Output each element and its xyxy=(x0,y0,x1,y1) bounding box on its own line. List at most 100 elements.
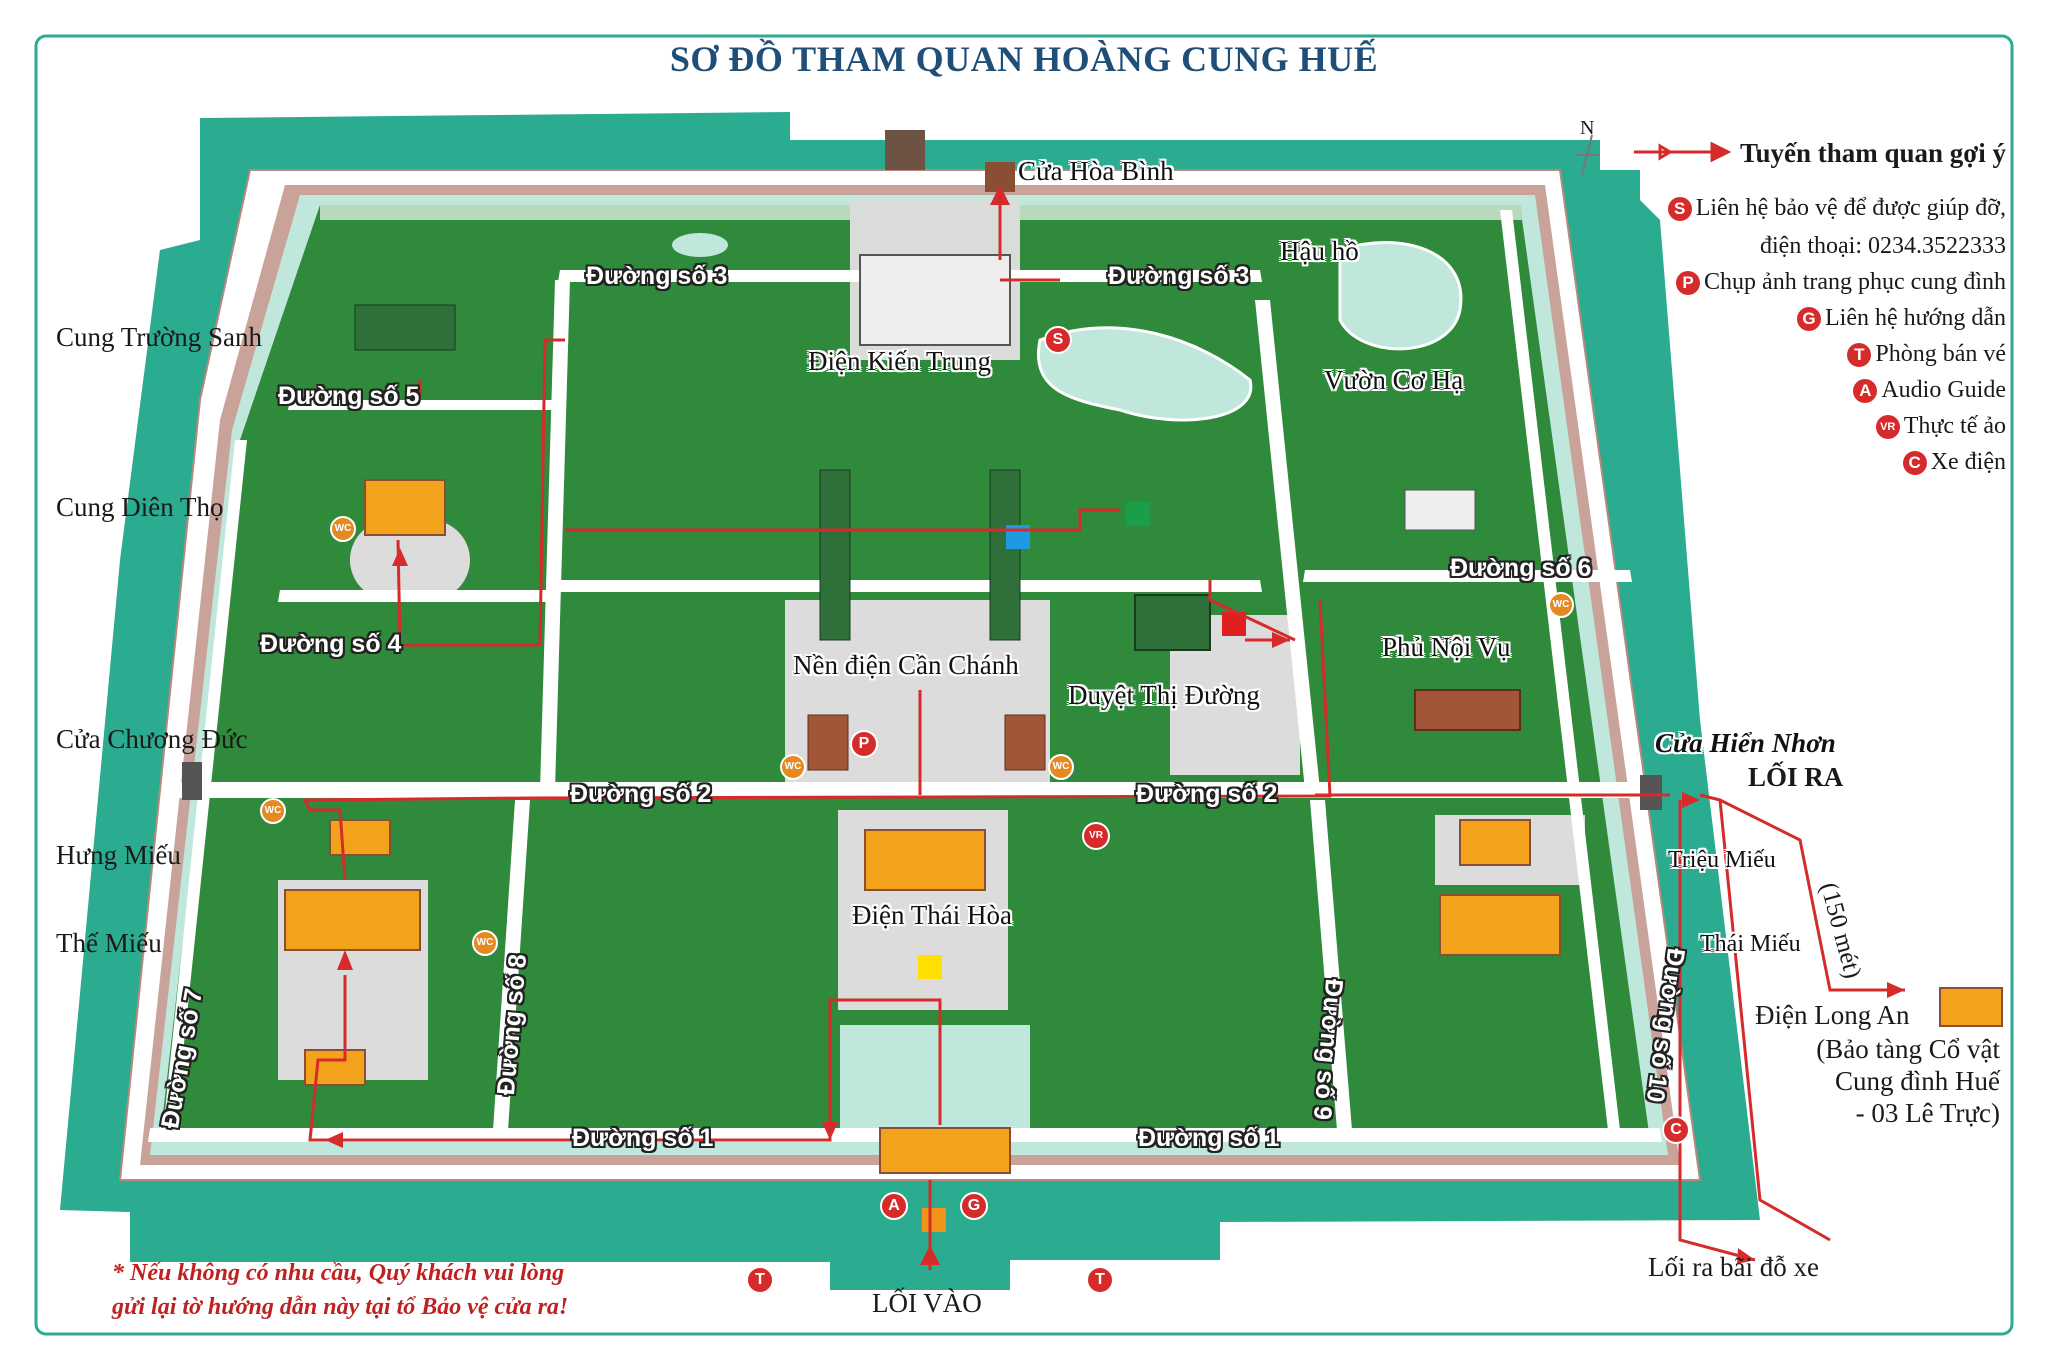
guide-icon: G xyxy=(1797,307,1822,332)
label-museum-line1: (Bảo tàng Cổ vật xyxy=(1816,1034,2000,1064)
wc-chuong-duc: WC xyxy=(260,798,286,824)
legend-vr-text: Thực tế ảo xyxy=(1903,413,2006,439)
label-hung-mieu: Hưng Miếu xyxy=(56,840,181,870)
can-chanh-gallery-left xyxy=(819,469,851,641)
ticket-badge-west: T xyxy=(746,1266,774,1294)
label-cua-chuong-duc: Cửa Chương Đức xyxy=(56,724,248,754)
guide-badge: G xyxy=(960,1192,988,1220)
yellow-marker xyxy=(918,955,942,979)
legend-car-text: Xe điện xyxy=(1930,449,2006,475)
label-dien-long-an: Điện Long An xyxy=(1755,1000,1910,1030)
hung-mieu-temple xyxy=(329,819,391,856)
small-pond xyxy=(672,233,728,257)
wc-can-chanh-right: WC xyxy=(1048,754,1074,780)
vr-icon: VR xyxy=(1875,415,1900,440)
label-cua-hien-nhon: Cửa Hiển Nhơn xyxy=(1655,728,1836,758)
co-ha-lake xyxy=(1037,326,1253,422)
wc-the-mieu: WC xyxy=(472,930,498,956)
small-gate-the-mieu xyxy=(304,1049,366,1086)
building-can-chanh-left xyxy=(807,714,849,771)
compass-north-label: N xyxy=(1580,117,1595,139)
thai-mieu-temple xyxy=(1439,894,1561,956)
ngo-mon-gate xyxy=(879,1127,1011,1174)
chuong-duc-gate xyxy=(182,762,202,800)
hau-ho-lake xyxy=(1338,241,1463,351)
map-frame xyxy=(34,34,2014,1336)
label-loi-vao: LỐI VÀO xyxy=(872,1288,982,1318)
building-can-chanh-right xyxy=(1004,714,1046,771)
label-vuon-co-ha: Vườn Cơ Hạ xyxy=(1324,365,1464,395)
legend-guide-text: Liên hệ hướng dẫn xyxy=(1825,305,2006,331)
road-4: Đường số 4 xyxy=(260,630,402,658)
label-dien-thai-hoa: Điện Thái Hòa xyxy=(852,900,1012,930)
road-3-east: Đường số 3 xyxy=(1108,262,1250,290)
wc-phu-noi-vu: WC xyxy=(1548,592,1574,618)
audio-badge: A xyxy=(880,1192,908,1220)
label-cung-dien-tho: Cung Diên Thọ xyxy=(56,492,224,522)
label-hau-ho: Hậu hồ xyxy=(1280,236,1359,266)
legend-security-text: Liên hệ bảo vệ để được giúp đỡ, xyxy=(1695,195,2006,221)
ticket-badge-east: T xyxy=(1086,1266,1114,1294)
buildings xyxy=(182,130,2003,1174)
road-5: Đường số 5 xyxy=(278,382,420,410)
road-2-west: Đường số 2 xyxy=(570,780,712,808)
label-parking-exit: Lối ra bãi đỗ xe xyxy=(1648,1252,1819,1282)
audio-icon: A xyxy=(1853,379,1878,404)
security-badge: S xyxy=(1044,326,1072,354)
label-the-mieu: Thế Miếu xyxy=(56,928,162,958)
label-cua-hoa-binh: Cửa Hòa Bình xyxy=(1018,156,1174,186)
green-marker xyxy=(1126,502,1150,526)
label-trieu-mieu: Triệu Miếu xyxy=(1668,847,1776,873)
road-1-east: Đường số 1 xyxy=(1138,1124,1280,1152)
wc-can-chanh-left: WC xyxy=(780,754,806,780)
label-thai-mieu: Thái Miếu xyxy=(1700,931,1801,957)
road-6: Đường số 6 xyxy=(1450,554,1592,582)
legend-route-arrow xyxy=(1634,141,1732,163)
ticket-icon: T xyxy=(1847,343,1872,368)
vr-badge: VR xyxy=(1082,822,1110,850)
label-museum-line2: Cung đình Huế xyxy=(1835,1066,2000,1096)
the-mieu-temple xyxy=(284,889,421,951)
suggested-route xyxy=(302,205,1905,1270)
dien-tho-palace xyxy=(364,479,446,536)
electric-car-badge: C xyxy=(1662,1116,1690,1144)
orange-marker xyxy=(922,1208,946,1232)
phu-noi-vu-building xyxy=(1414,689,1521,731)
kien-trung-palace xyxy=(859,254,1011,346)
watchtower-nw xyxy=(885,130,925,170)
legend-security-phone: điện thoại: 0234.3522333 xyxy=(1760,233,2006,259)
co-ha-pavilion xyxy=(1404,489,1476,531)
compass-rose xyxy=(1575,134,1600,176)
return-note-line2: gửi lại tờ hướng dẫn này tại tổ Bảo vệ c… xyxy=(112,1294,569,1320)
duyet-thi-building xyxy=(1134,594,1211,651)
legend-ticket-text: Phòng bán vé xyxy=(1875,341,2006,367)
truong-sanh-building xyxy=(354,304,456,351)
label-nen-dien-can-chanh: Nền điện Cần Chánh xyxy=(793,650,1019,680)
road-3-west: Đường số 3 xyxy=(586,262,728,290)
electric-car-icon: C xyxy=(1902,451,1927,476)
hien-nhon-gate xyxy=(1640,775,1662,810)
legend-audio-text: Audio Guide xyxy=(1881,377,2006,403)
thai-hoa-palace xyxy=(864,829,986,891)
label-duyet-thi-duong: Duyệt Thị Đường xyxy=(1068,680,1260,710)
route-arrowheads xyxy=(325,185,1905,1265)
trieu-mieu-temple xyxy=(1459,819,1531,866)
return-note: * Nếu không có nhu cầu, Quý khách vui lò… xyxy=(112,1256,568,1324)
can-chanh-gallery-right xyxy=(989,469,1021,641)
label-dien-kien-trung: Điện Kiến Trung xyxy=(808,346,992,376)
long-an-palace xyxy=(1939,987,2003,1027)
label-phu-noi-vu: Phủ Nội Vụ xyxy=(1382,632,1511,662)
road-1-west: Đường số 1 xyxy=(572,1124,714,1152)
photo-icon: P xyxy=(1676,271,1701,296)
return-note-line1: * Nếu không có nhu cầu, Quý khách vui lò… xyxy=(112,1260,565,1286)
label-cung-truong-sanh: Cung Trường Sanh xyxy=(56,322,262,352)
ngo-mon-court xyxy=(840,1025,1030,1135)
